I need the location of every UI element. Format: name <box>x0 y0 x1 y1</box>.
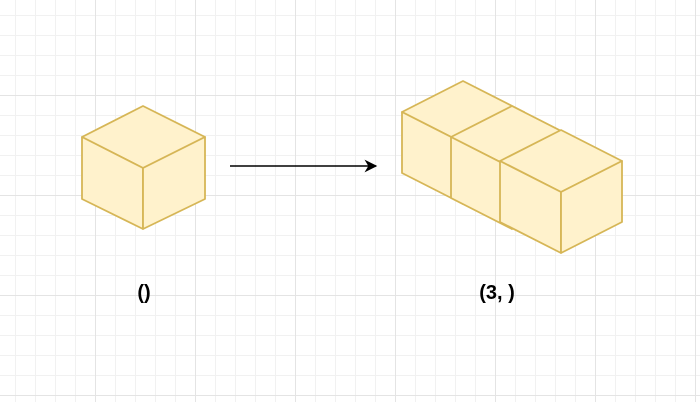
scalar-shape-label: () <box>137 282 151 304</box>
vector-cube-3 <box>499 129 623 254</box>
vector-shape-label: (3, ) <box>479 282 515 304</box>
vector-cubes <box>401 80 623 254</box>
scalar-cube <box>81 105 206 230</box>
cube-right-face <box>142 136 206 230</box>
cube-right-face <box>560 160 623 254</box>
